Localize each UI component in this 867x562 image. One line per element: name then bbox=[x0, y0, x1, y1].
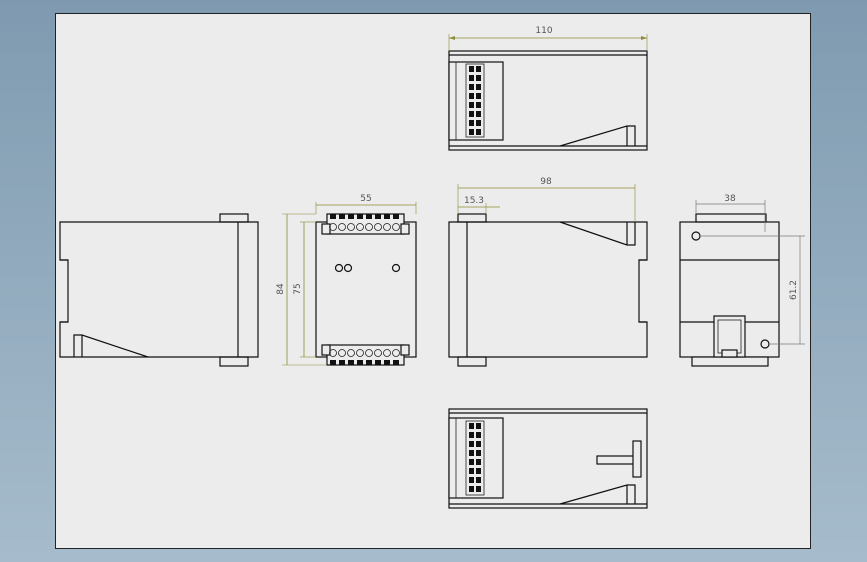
dim-side-height-inner: 75 bbox=[293, 283, 303, 294]
drawing-sheet bbox=[55, 13, 811, 549]
dim-front-offset: 15.3 bbox=[464, 196, 484, 206]
terminal-side-view: 55 84 75 bbox=[276, 194, 417, 366]
led-indicator-2 bbox=[343, 263, 353, 273]
top-view: 110 bbox=[448, 26, 648, 151]
led-indicator-1 bbox=[334, 263, 344, 273]
dim-side-height-outer: 84 bbox=[276, 283, 286, 295]
dim-right-width: 38 bbox=[724, 194, 736, 204]
bottom-terminal-strip bbox=[469, 423, 481, 492]
mounting-hole-top bbox=[691, 231, 701, 241]
left-view bbox=[59, 213, 259, 367]
led-indicator-3 bbox=[391, 263, 401, 273]
dim-top-width: 110 bbox=[535, 26, 552, 36]
bottom-view bbox=[448, 408, 648, 509]
dim-right-hole-spacing: 61.2 bbox=[789, 280, 799, 300]
dim-front-depth: 98 bbox=[540, 177, 552, 187]
mounting-hole-bottom bbox=[760, 339, 770, 349]
dim-side-width: 55 bbox=[360, 194, 371, 204]
bottom-terminal-row bbox=[329, 349, 400, 365]
right-view: 38 61.2 bbox=[679, 194, 805, 367]
top-terminal-row bbox=[329, 214, 400, 231]
front-view: 98 15.3 bbox=[448, 177, 648, 367]
top-terminal-strip bbox=[469, 66, 481, 135]
